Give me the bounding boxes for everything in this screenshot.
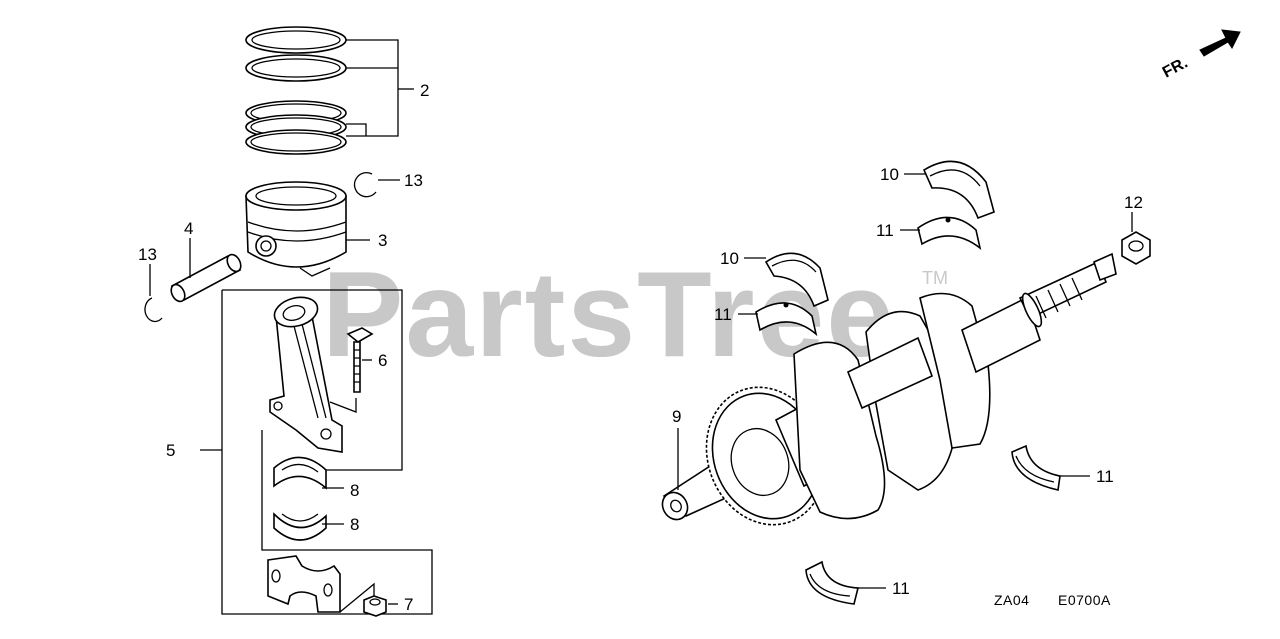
drawing-code-right: E0700A <box>1058 592 1111 608</box>
connecting-rod[interactable] <box>269 293 343 453</box>
main-bearing-bottom[interactable] <box>805 560 860 605</box>
callout-crankshaft[interactable]: 9 <box>672 407 681 426</box>
piston[interactable] <box>245 181 347 277</box>
main-bearing-mid[interactable] <box>755 302 818 337</box>
callout-clip-right[interactable]: 13 <box>404 171 423 190</box>
callout-clip-left[interactable]: 13 <box>138 245 157 264</box>
callout-piston[interactable]: 3 <box>378 231 387 250</box>
connecting-rod-bearing-lower[interactable] <box>273 512 327 541</box>
callout-main-bearing-right[interactable]: 11 <box>1096 467 1114 486</box>
piston-ring-set[interactable] <box>245 26 347 155</box>
thrust-washer-upper[interactable] <box>922 160 995 220</box>
callout-main-bearing-top[interactable]: 11 <box>876 221 894 240</box>
drawing-code-left: ZA04 <box>994 592 1029 608</box>
piston-pin[interactable] <box>168 252 243 304</box>
connecting-rod-cap[interactable] <box>267 555 341 613</box>
leader-ring-set <box>346 39 414 137</box>
crankshaft-nut[interactable] <box>1121 231 1151 265</box>
leader-rod-nut-link <box>339 582 375 613</box>
thrust-washer-lower[interactable] <box>764 252 829 308</box>
front-direction-indicator: FR. <box>1160 29 1241 82</box>
callout-connecting-rod-assy[interactable]: 5 <box>166 441 175 460</box>
leader-connecting-rod-assy <box>200 289 433 615</box>
piston-pin-clip-right[interactable] <box>353 172 377 198</box>
leader-rod-bolt-link <box>329 398 357 413</box>
watermark-trademark: TM <box>922 268 948 288</box>
front-direction-arrow-icon <box>1199 29 1241 57</box>
callout-rod-nut[interactable]: 7 <box>404 595 413 614</box>
callout-thrust-washer-upper[interactable]: 10 <box>880 165 899 184</box>
callout-piston-pin[interactable]: 4 <box>184 219 193 238</box>
callout-rod-bearing-lower[interactable]: 8 <box>350 515 359 534</box>
connecting-rod-nut[interactable] <box>363 595 387 617</box>
callout-thrust-washer-lower[interactable]: 10 <box>720 249 739 268</box>
piston-pin-clip-left[interactable] <box>144 297 163 323</box>
main-bearing-top[interactable] <box>917 216 982 251</box>
callout-crank-nut[interactable]: 12 <box>1124 193 1143 212</box>
callout-ring-set[interactable]: 2 <box>420 81 429 100</box>
connecting-rod-bolt[interactable] <box>346 327 374 393</box>
callout-main-bearing-mid[interactable]: 11 <box>714 305 732 324</box>
connecting-rod-bearing-upper[interactable] <box>273 456 327 490</box>
front-direction-label: FR. <box>1160 54 1191 81</box>
callout-main-bearing-bottom[interactable]: 11 <box>892 579 910 598</box>
callout-rod-bearing-upper[interactable]: 8 <box>350 481 359 500</box>
crankshaft[interactable] <box>658 252 1117 542</box>
callout-rod-bolt[interactable]: 6 <box>378 351 387 370</box>
main-bearing-right[interactable] <box>1011 444 1061 491</box>
